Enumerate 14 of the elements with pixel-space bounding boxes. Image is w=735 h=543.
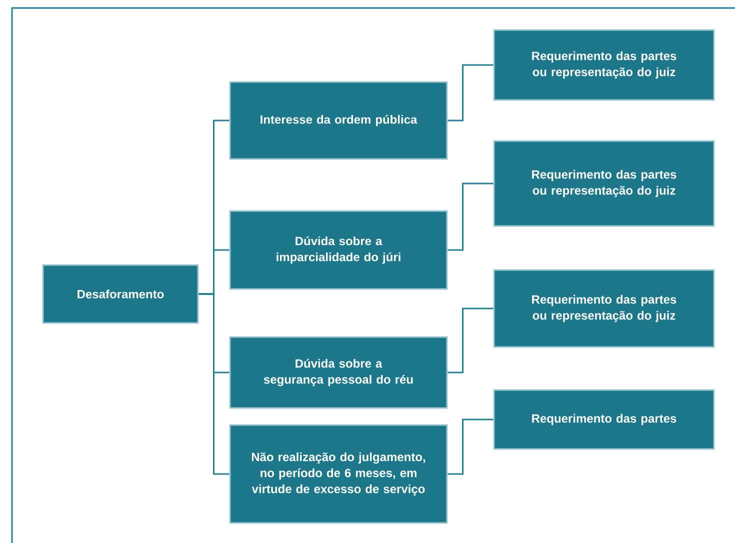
connector-line bbox=[448, 308, 494, 374]
process-box: Desaforamento bbox=[42, 264, 199, 324]
process-box: Dúvida sobre a segurança pessoal do réu bbox=[229, 336, 448, 409]
process-box: Requerimento das partes bbox=[493, 389, 715, 450]
connector-line bbox=[448, 64, 494, 122]
process-box: Requerimento das partes ou representação do juiz bbox=[493, 269, 715, 348]
process-box: Dúvida sobre a imparcialidade do júri bbox=[229, 210, 448, 290]
connector-line bbox=[198, 293, 230, 475]
process-box: Requerimento das partes ou representação do juiz bbox=[493, 29, 715, 101]
process-box: Requerimento das partes ou representação do juiz bbox=[493, 140, 715, 227]
process-box: Interesse da ordem pública bbox=[229, 81, 448, 160]
connector-line bbox=[448, 182, 494, 251]
connector-line bbox=[448, 418, 494, 475]
process-box: Não realização do julgamento, no período de 6 meses, em virtude de excesso de serviço bbox=[229, 424, 448, 524]
